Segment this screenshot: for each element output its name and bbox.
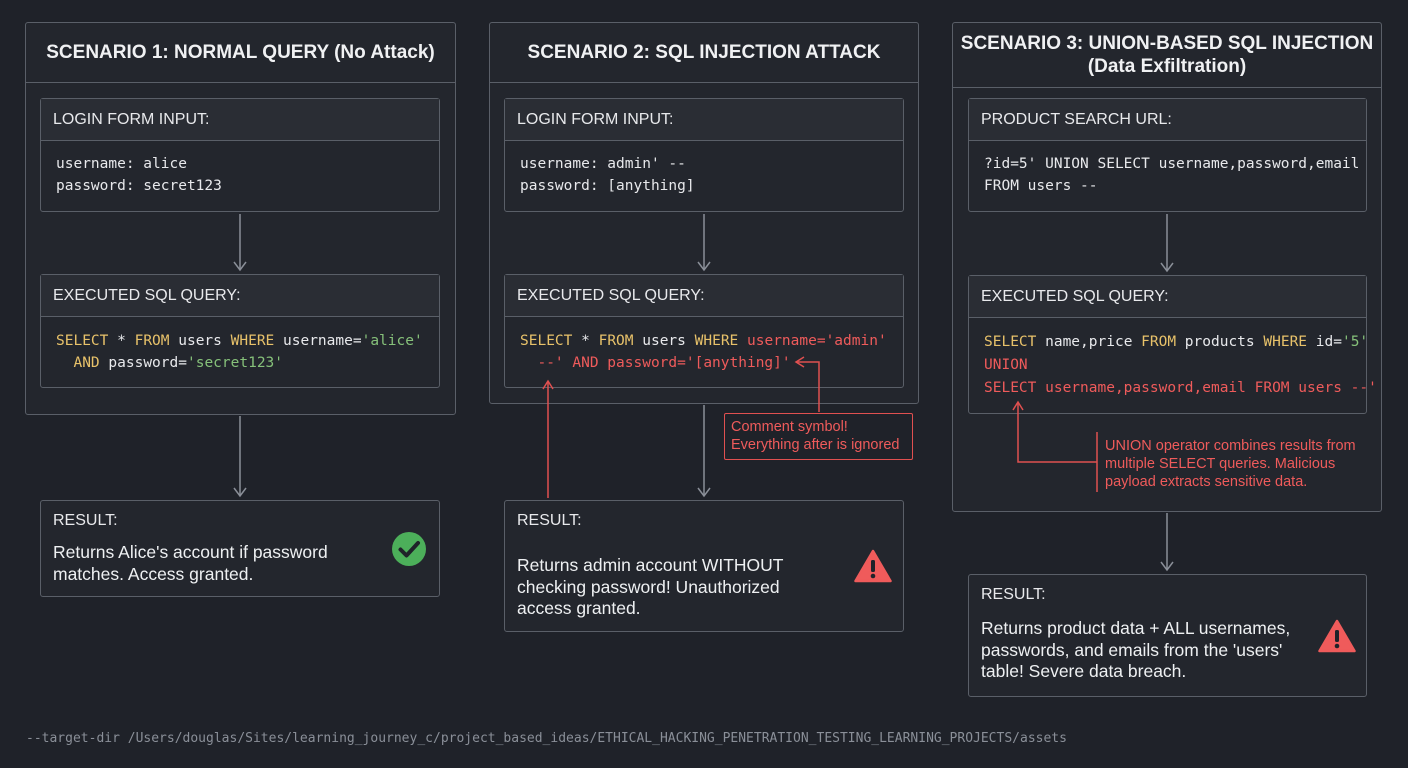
scenario-3-result-box: RESULT: Returns product data + ALL usern… (968, 574, 1367, 697)
scenario-2-query-code: SELECT * FROM users WHERE username='admi… (520, 333, 887, 371)
scenario-3-result-label: RESULT: (981, 586, 1046, 603)
scenario-1-input-header: LOGIN FORM INPUT: (41, 99, 439, 141)
scenario-3-title: SCENARIO 3: UNION-BASED SQL INJECTION (D… (953, 23, 1381, 88)
footer-command: --target-dir /Users/douglas/Sites/learni… (26, 731, 1067, 746)
scenario-2-query-header: EXECUTED SQL QUERY: (505, 275, 903, 317)
check-circle-icon (392, 532, 426, 566)
scenario-3-union-annotation: UNION operator combines results from mul… (1105, 438, 1356, 490)
scenario-3-query-header: EXECUTED SQL QUERY: (969, 276, 1366, 318)
scenario-2-input-header: LOGIN FORM INPUT: (505, 99, 903, 141)
scenario-3-input-code: ?id=5' UNION SELECT username,password,em… (984, 156, 1360, 194)
scenario-3-result-text: Returns product data + ALL usernames,pas… (981, 618, 1291, 681)
warning-icon (1318, 619, 1356, 653)
scenario-1-result-box: RESULT: Returns Alice's account if passw… (40, 500, 440, 597)
scenario-1-query-box: EXECUTED SQL QUERY: SELECT * FROM users … (40, 274, 440, 388)
scenario-2-result-label: RESULT: (517, 512, 582, 529)
scenario-1-query-code: SELECT * FROM users WHERE username='alic… (56, 333, 423, 371)
scenario-2-query-box: EXECUTED SQL QUERY: SELECT * FROM users … (504, 274, 904, 388)
warning-icon (854, 549, 892, 583)
scenario-3-query-code: SELECT name,price FROM products WHERE id… (984, 334, 1377, 396)
scenario-2-input-box: LOGIN FORM INPUT: username: admin' --pas… (504, 98, 904, 212)
scenario-2-comment-annotation: Comment symbol! Everything after is igno… (724, 413, 913, 460)
scenario-1-title: SCENARIO 1: NORMAL QUERY (No Attack) (26, 23, 455, 83)
scenario-3-input-box: PRODUCT SEARCH URL: ?id=5' UNION SELECT … (968, 98, 1367, 212)
scenario-3-query-box: EXECUTED SQL QUERY: SELECT name,price FR… (968, 275, 1377, 414)
scenario-1-result-label: RESULT: (53, 512, 118, 529)
scenario-3-input-header: PRODUCT SEARCH URL: (969, 99, 1366, 141)
scenario-1-query-header: EXECUTED SQL QUERY: (41, 275, 439, 317)
scenario-2-title: SCENARIO 2: SQL INJECTION ATTACK (490, 23, 918, 83)
scenario-2-input-code: username: admin' --password: [anything] (520, 156, 695, 194)
